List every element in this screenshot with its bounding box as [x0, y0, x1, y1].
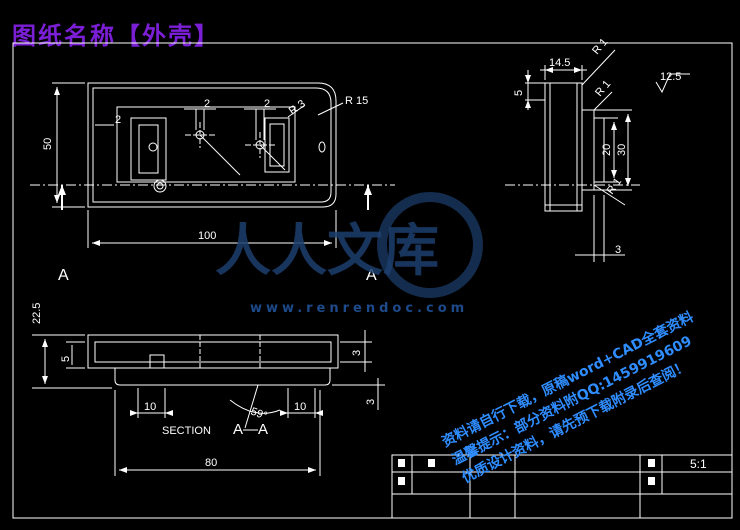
dim-14-5: 14.5 [549, 57, 570, 69]
slot-left-inner [138, 124, 159, 174]
dim-80: 80 [205, 457, 217, 469]
section-boss [149, 354, 165, 369]
section-base [114, 368, 331, 386]
title-name: 外壳 [142, 21, 194, 50]
watermark-line2: 温馨提示：部分资料附QQ:1459919609 [449, 332, 694, 468]
leader-1 [199, 134, 241, 176]
side-slot [318, 141, 326, 153]
arrowheads-side [525, 67, 631, 186]
dim-angle: 59° [249, 406, 269, 423]
boss-hole [153, 179, 167, 193]
dim-20: 20 [601, 144, 613, 156]
dim-22-5: 22.5 [31, 303, 43, 324]
drawing-frame [12, 42, 733, 519]
slot-right [264, 117, 290, 173]
dim-side-3: 3 [615, 244, 621, 256]
dim-sec-3-bottom: 3 [365, 399, 377, 405]
top-view-outline [87, 82, 337, 208]
leader-r1-top [581, 49, 616, 86]
dim-side-5: 5 [513, 90, 525, 96]
dim-hole1: 2 [204, 98, 210, 110]
dim-wall-2: 2 [115, 114, 121, 126]
scale-value: 5:1 [690, 457, 707, 471]
slot-hole [148, 142, 158, 152]
slot-left [130, 117, 167, 181]
watermark-brand: 人人文库 [215, 219, 439, 284]
top-view-inner [92, 87, 332, 203]
dim-angle-arc [229, 399, 281, 414]
watermark-logo [377, 192, 483, 298]
side-view [505, 49, 690, 262]
drawing-title: 图纸名称【外壳】 [12, 16, 220, 51]
arrowheads-section [42, 339, 323, 473]
section-mark-left: A [58, 267, 69, 284]
dim-hole2: 2 [264, 98, 270, 110]
section-view [32, 330, 385, 476]
section-cavity [94, 341, 332, 363]
arrowheads-top [54, 87, 372, 246]
section-label: SECTION [162, 425, 211, 437]
leader-r1-mid [593, 91, 613, 111]
roughness-value: 12.5 [660, 71, 681, 83]
dim-r1-mid: R 1 [593, 78, 613, 99]
side-step [593, 117, 605, 183]
section-mark-right: A [366, 267, 377, 284]
dim-sec-3-top: 3 [351, 350, 363, 356]
roughness-symbol [655, 73, 690, 94]
leader-r1-bottom [593, 184, 626, 206]
watermark-url: www.renrendoc.com [250, 301, 468, 316]
side-body [544, 82, 583, 212]
dim-100: 100 [198, 230, 216, 242]
leader-2 [259, 144, 286, 171]
side-flange [581, 109, 595, 191]
boss-hole-inner [156, 182, 164, 190]
dim-50: 50 [42, 138, 54, 150]
leader-r15 [317, 102, 344, 116]
dim-r1-top: R 1 [590, 36, 610, 57]
title-block-frame [391, 454, 733, 519]
dim-r3: R 3 [287, 98, 308, 118]
dim-10-right: 10 [294, 401, 306, 413]
dim-angle-leader [244, 384, 259, 429]
title-prefix: 图纸名称【 [12, 21, 142, 50]
dim-r15: R 15 [345, 95, 368, 107]
section-label-aa: A—A [233, 421, 268, 438]
inner-recess [116, 106, 296, 183]
section-body [87, 334, 339, 369]
dim-10-left: 10 [144, 401, 156, 413]
title-block [391, 454, 733, 519]
dim-30: 30 [616, 144, 628, 156]
leader-r3 [287, 104, 306, 118]
top-view [30, 82, 395, 248]
dim-sec-5: 5 [60, 356, 72, 362]
title-suffix: 】 [194, 21, 220, 50]
